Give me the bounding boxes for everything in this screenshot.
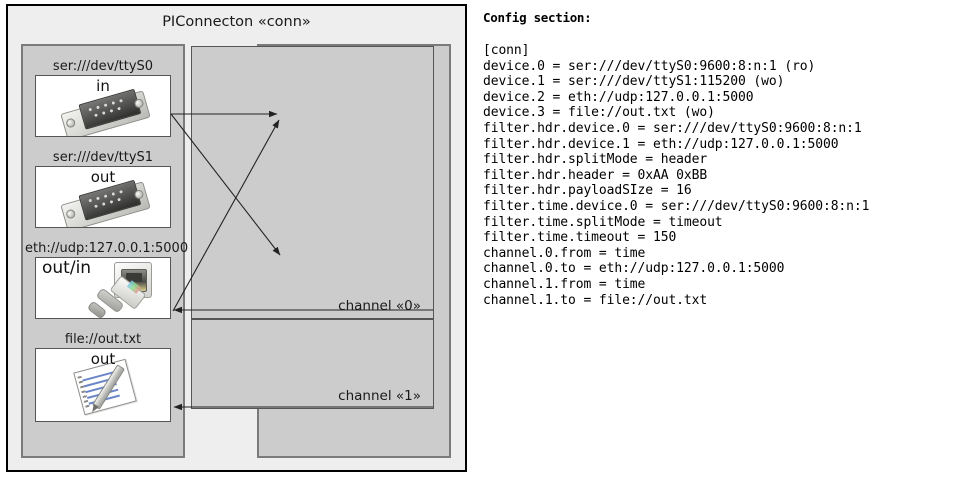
devices-panel: ser:///dev/ttyS0 in ser:///dev/ttyS1 out <box>21 44 188 458</box>
component-title: PIConnecton «conn» <box>162 14 311 30</box>
device-label: ser:///dev/ttyS0 <box>52 59 154 74</box>
device-label: eth://udp:127.0.0.1:5000 <box>25 241 189 256</box>
config-section: Config section: [conn] device.0 = ser://… <box>481 6 959 476</box>
device-file-out[interactable]: file://out.txt out <box>35 331 171 422</box>
file-notes-icon <box>73 358 144 416</box>
component-frame: PIConnecton «conn» ser:///dev/ttyS0 in s… <box>6 4 467 472</box>
device-label: file://out.txt <box>64 332 142 347</box>
device-label: ser:///dev/ttyS1 <box>52 150 154 165</box>
device-box[interactable]: out <box>35 166 171 228</box>
channel-0-frame: channel «0» <box>191 46 434 319</box>
channel-label: channel «0» <box>338 298 421 314</box>
device-box[interactable]: in <box>35 75 171 137</box>
device-box[interactable]: out <box>35 348 171 422</box>
device-eth-udp[interactable]: eth://udp:127.0.0.1:5000 out/in <box>25 240 188 319</box>
config-heading: Config section: <box>483 10 592 25</box>
device-direction: out <box>90 350 116 368</box>
ethernet-icon <box>86 261 166 318</box>
channel-1-frame: channel «1» <box>191 319 434 409</box>
channel-label: channel «1» <box>338 388 421 404</box>
config-text: [conn] device.0 = ser:///dev/ttyS0:9600:… <box>483 43 870 308</box>
device-ser-ttys0[interactable]: ser:///dev/ttyS0 in <box>35 58 171 137</box>
device-direction: out/in <box>42 258 92 278</box>
device-direction: in <box>96 77 110 95</box>
device-box[interactable]: out/in <box>35 257 171 319</box>
device-ser-ttys1[interactable]: ser:///dev/ttyS1 out <box>35 149 171 228</box>
device-direction: out <box>90 168 116 186</box>
